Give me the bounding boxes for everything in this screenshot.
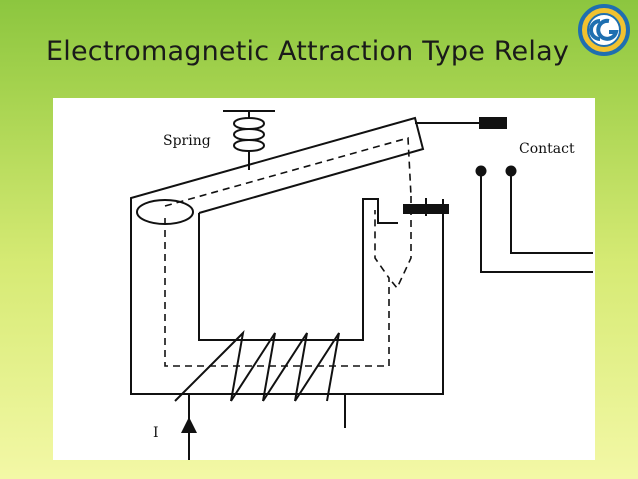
spring-coil xyxy=(233,111,265,170)
current-arrow-icon xyxy=(181,417,197,433)
logo-badge-icon xyxy=(578,4,630,56)
contact-terminal-left xyxy=(475,165,487,177)
core-inner-outline xyxy=(198,198,398,341)
coil-windings xyxy=(174,330,340,402)
relay-diagram: Spring Contact I xyxy=(53,98,595,460)
slide-title: Electromagnetic Attraction Type Relay xyxy=(46,36,569,67)
armature-bar xyxy=(130,116,425,214)
contact-terminal-right xyxy=(505,165,517,177)
current-label: I xyxy=(153,425,159,441)
core-outer-outline xyxy=(130,199,444,395)
flux-path-funnel xyxy=(388,196,412,290)
contact-label: Contact xyxy=(519,141,575,157)
flux-path-armature xyxy=(164,136,412,207)
contact-wire-left xyxy=(480,171,593,273)
contact-wire-right xyxy=(510,171,593,254)
moving-contact xyxy=(479,117,507,129)
spring-label: Spring xyxy=(163,133,211,149)
flux-path-loop xyxy=(164,210,390,367)
